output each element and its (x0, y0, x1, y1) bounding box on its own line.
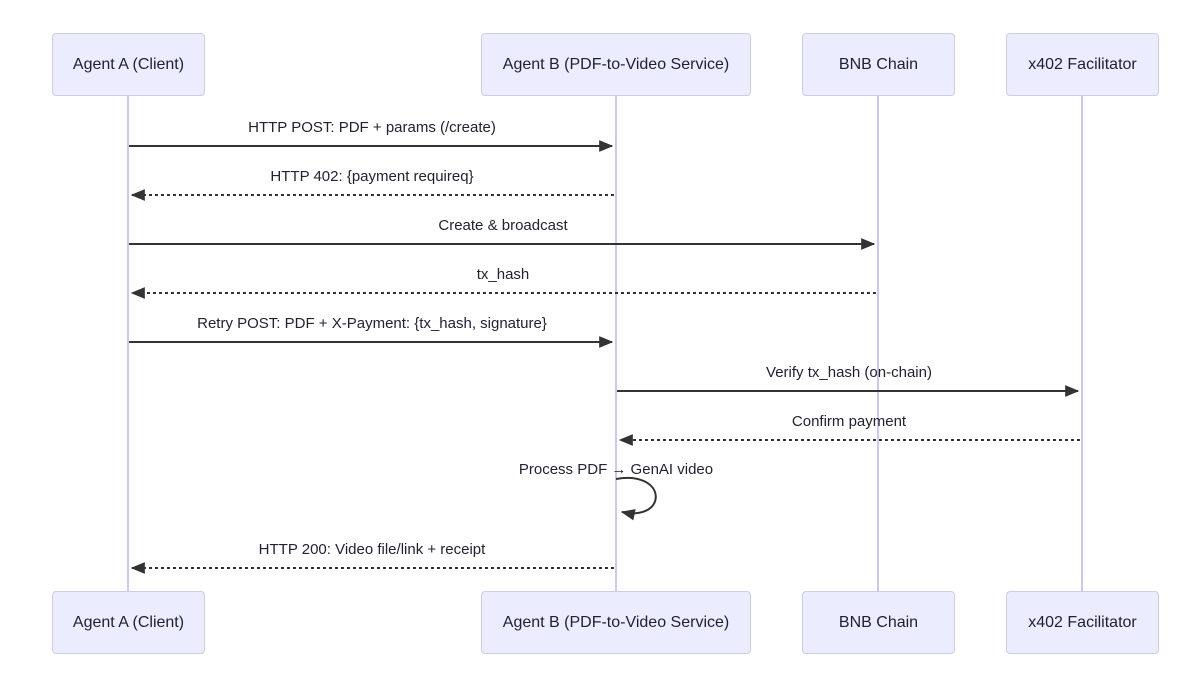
actor-bottom-agent-b: Agent B (PDF-to-Video Service) (481, 591, 751, 654)
message-label-verify-tx-hash: Verify tx_hash (on-chain) (766, 364, 932, 381)
actor-label: Agent B (PDF-to-Video Service) (502, 613, 730, 631)
message-label-http-402: HTTP 402: {payment requireq} (270, 168, 474, 185)
message-label-confirm-payment: Confirm payment (791, 413, 907, 430)
actor-top-bnb-chain: BNB Chain (802, 33, 955, 96)
message-label-http-post: HTTP POST: PDF + params (/create) (248, 119, 496, 136)
actor-bottom-bnb-chain: BNB Chain (802, 591, 955, 654)
actor-label: Agent B (PDF-to-Video Service) (502, 55, 730, 73)
message-label-create-broadcast: Create & broadcast (438, 217, 568, 234)
actor-label: x402 Facilitator (1028, 55, 1137, 73)
actor-label: Agent A (Client) (72, 613, 185, 631)
actor-top-x402-facilitator: x402 Facilitator (1006, 33, 1159, 96)
actor-top-agent-b: Agent B (PDF-to-Video Service) (481, 33, 751, 96)
message-self-loop-process-pdf (615, 476, 657, 521)
actor-label: BNB Chain (838, 613, 919, 631)
message-label-process-pdf: Process PDF → GenAI video (518, 461, 714, 478)
actor-top-agent-a: Agent A (Client) (52, 33, 205, 96)
actor-label: Agent A (Client) (72, 55, 185, 73)
actor-bottom-x402-facilitator: x402 Facilitator (1006, 591, 1159, 654)
actor-label: x402 Facilitator (1028, 613, 1137, 631)
actor-label: BNB Chain (838, 55, 919, 73)
actor-bottom-agent-a: Agent A (Client) (52, 591, 205, 654)
message-label-tx-hash: tx_hash (476, 266, 530, 283)
message-label-http-200: HTTP 200: Video file/link + receipt (258, 541, 486, 558)
message-label-retry-post: Retry POST: PDF + X-Payment: {tx_hash, s… (197, 315, 547, 332)
